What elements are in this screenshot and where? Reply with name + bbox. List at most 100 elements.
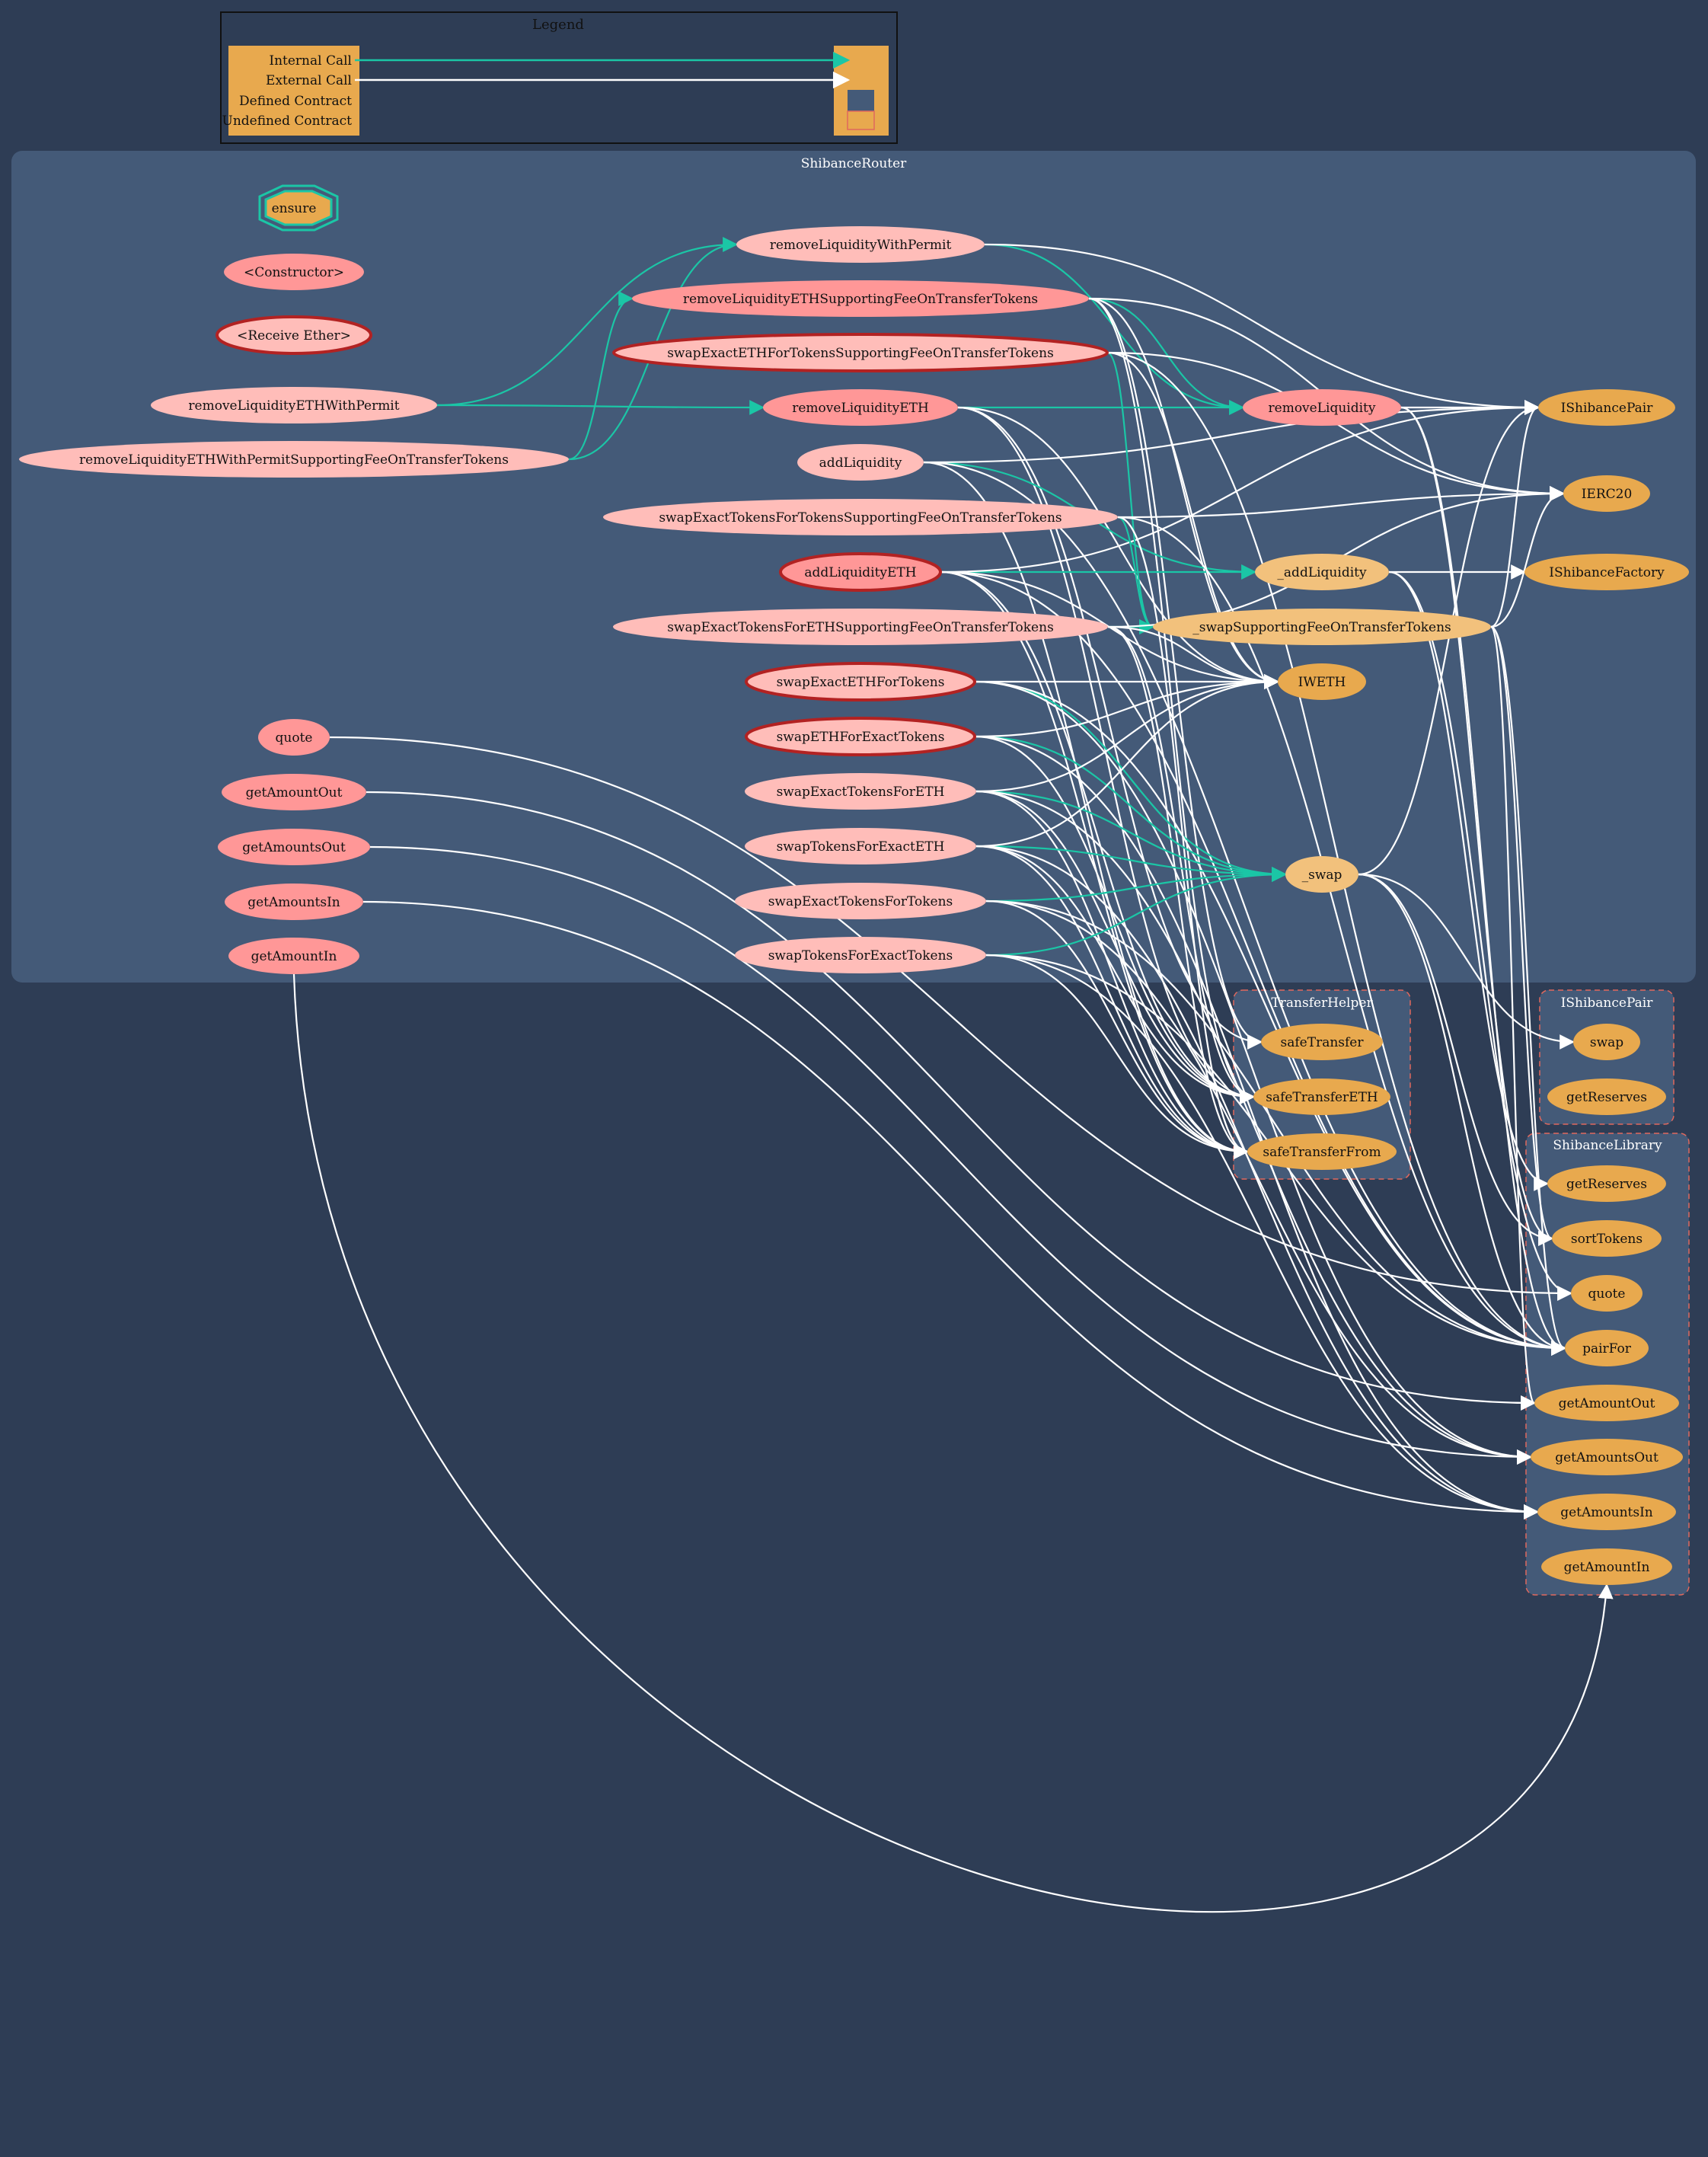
node-label-addLiquidity: addLiquidity xyxy=(819,455,902,471)
node-getAmountIn[interactable]: getAmountIn xyxy=(228,938,359,974)
node-removeLiquidityETHSupportingFeeOnTransferTokens[interactable]: removeLiquidityETHSupportingFeeOnTransfe… xyxy=(632,280,1089,317)
node-label-removeLiquidityETHWithPermit: removeLiquidityETHWithPermit xyxy=(188,398,399,414)
edge-external-call xyxy=(1088,297,1279,689)
node-label-swapExactTokensForETH: swapExactTokensForETH xyxy=(777,785,945,800)
node-label-quote: quote xyxy=(276,730,313,746)
node-constructor[interactable]: <Constructor> xyxy=(224,254,364,290)
node-removeLiquidityETHWithPermit[interactable]: removeLiquidityETHWithPermit xyxy=(151,387,437,423)
node-_swap[interactable]: _swap xyxy=(1285,856,1358,893)
edge-external-call xyxy=(974,680,1532,1465)
node-contract-IWETH[interactable]: IWETH xyxy=(1278,663,1366,700)
edge-external-call xyxy=(1358,400,1540,876)
node-safeTransfer[interactable]: safeTransfer xyxy=(1261,1024,1383,1060)
node-removeLiquidityWithPermit[interactable]: removeLiquidityWithPermit xyxy=(736,226,985,263)
node-label-swapTokensForExactETH: swapTokensForExactETH xyxy=(777,839,945,855)
cluster-label-transfer-helper: TransferHelper xyxy=(1271,995,1373,1011)
node-removeLiquidityETH[interactable]: removeLiquidityETH xyxy=(763,389,958,426)
edge-internal-call xyxy=(436,400,765,415)
node-contract-IShibanceFactory[interactable]: IShibanceFactory xyxy=(1524,554,1689,590)
node-contract-IShibancePair[interactable]: IShibancePair xyxy=(1538,389,1675,426)
node-label-swapExactETHForTokens: swapExactETHForTokens xyxy=(777,675,945,690)
node-safeTransferFrom[interactable]: safeTransferFrom xyxy=(1247,1133,1397,1170)
node-lib-quote[interactable]: quote xyxy=(1571,1275,1643,1312)
node-lib-getAmountOut[interactable]: getAmountOut xyxy=(1534,1385,1679,1421)
node-swapExactETHForTokens[interactable]: swapExactETHForTokens xyxy=(745,662,976,701)
edge-internal-call xyxy=(974,735,1287,882)
edge-external-call xyxy=(1107,625,1255,1104)
node-getAmountOut[interactable]: getAmountOut xyxy=(222,774,366,810)
node-lib-getAmountsIn[interactable]: getAmountsIn xyxy=(1537,1494,1676,1530)
node-label-lib-quote: quote xyxy=(1588,1286,1626,1302)
node-_swapSupportingFeeOnTransferTokens[interactable]: _swapSupportingFeeOnTransferTokens xyxy=(1153,609,1491,645)
node-pair-getReserves[interactable]: getReserves xyxy=(1547,1078,1666,1115)
node-addLiquidity[interactable]: addLiquidity xyxy=(797,444,924,481)
node-pair-swap[interactable]: swap xyxy=(1573,1024,1640,1060)
node-lib-getAmountIn[interactable]: getAmountIn xyxy=(1541,1548,1672,1585)
node-label-_addLiquidity: _addLiquidity xyxy=(1277,565,1367,580)
edge-internal-call xyxy=(1106,351,1154,634)
edge-external-call xyxy=(975,790,1249,1159)
edge-external-call xyxy=(975,790,1255,1104)
library-nodes: getReserves sortTokens quote pairFor get… xyxy=(1531,1165,1683,1585)
edge-external-call xyxy=(1117,486,1565,519)
node-swapExactTokensForETHSupportingFeeOnTransferTokens[interactable]: swapExactTokensForETHSupportingFeeOnTran… xyxy=(613,609,1108,645)
node-swapTokensForExactETH[interactable]: swapTokensForExactETH xyxy=(745,828,976,864)
edge-external-call xyxy=(984,243,1540,415)
node-label-IShibanceFactory: IShibanceFactory xyxy=(1549,565,1665,580)
node-lib-pairFor[interactable]: pairFor xyxy=(1565,1330,1649,1366)
edge-external-call xyxy=(369,845,1532,1465)
node-label-swapTokensForExactTokens: swapTokensForExactTokens xyxy=(768,948,953,963)
router-nodes: ensure <Constructor> <Receive Ether> rem… xyxy=(19,184,1491,974)
edge-external-call xyxy=(1107,625,1279,689)
node-removeLiquidity[interactable]: removeLiquidity xyxy=(1243,389,1401,426)
edge-external-call xyxy=(985,900,1532,1465)
node-quote[interactable]: quote xyxy=(258,719,330,756)
edge-external-call xyxy=(1088,297,1263,1050)
node-lib-getReserves[interactable]: getReserves xyxy=(1547,1165,1666,1202)
node-swapExactETHForTokensSupportingFeeOnTransferTokens[interactable]: swapExactETHForTokensSupportingFeeOnTran… xyxy=(612,333,1109,372)
legend-title: Legend xyxy=(532,17,584,33)
node-getAmountsIn[interactable]: getAmountsIn xyxy=(225,884,363,920)
node-_addLiquidity[interactable]: _addLiquidity xyxy=(1255,554,1389,590)
edge-external-call xyxy=(975,845,1249,1159)
edge-external-call xyxy=(985,900,1249,1159)
edge-external-call xyxy=(975,845,1539,1519)
edge-internal-call xyxy=(985,867,1287,903)
node-lib-sortTokens[interactable]: sortTokens xyxy=(1552,1220,1662,1257)
node-label-removeLiquidityWithPermit: removeLiquidityWithPermit xyxy=(770,238,952,253)
edge-internal-call xyxy=(568,291,634,461)
node-receive-ether[interactable]: <Receive Ether> xyxy=(215,315,372,355)
edge-internal-call xyxy=(1088,297,1244,415)
node-label-getAmountsIn: getAmountsIn xyxy=(247,895,340,910)
node-swapExactTokensForETH[interactable]: swapExactTokensForETH xyxy=(745,773,976,810)
edge-external-call xyxy=(957,406,1263,1050)
edge-external-call xyxy=(1490,400,1540,628)
node-removeLiquidityETHWithPermitSupportingFeeOnTransferTokens[interactable]: removeLiquidityETHWithPermitSupportingFe… xyxy=(19,441,569,478)
node-label-lib-getAmountsIn: getAmountsIn xyxy=(1560,1505,1653,1520)
node-swapExactTokensForTokensSupportingFeeOnTransferTokens[interactable]: swapExactTokensForTokensSupportingFeeOnT… xyxy=(603,499,1118,535)
node-label-addLiquidityETH: addLiquidityETH xyxy=(804,565,916,580)
node-label-pair-getReserves: getReserves xyxy=(1566,1090,1647,1105)
edge-external-call xyxy=(975,845,1255,1104)
legend: Legend Internal Call External Call Defin… xyxy=(220,11,898,144)
node-getAmountsOut[interactable]: getAmountsOut xyxy=(218,829,370,865)
node-addLiquidityETH[interactable]: addLiquidityETH xyxy=(779,552,942,592)
node-swapTokensForExactTokens[interactable]: swapTokensForExactTokens xyxy=(735,937,986,973)
node-ensure[interactable]: ensure xyxy=(258,184,339,232)
node-contract-IERC20[interactable]: IERC20 xyxy=(1563,475,1650,512)
edge-external-call xyxy=(940,570,1249,1159)
node-label-_swapSupportingFee: _swapSupportingFeeOnTransferTokens xyxy=(1192,620,1451,635)
edge-external-call xyxy=(957,406,1279,689)
node-lib-getAmountsOut[interactable]: getAmountsOut xyxy=(1531,1439,1683,1475)
legend-external-call: External Call xyxy=(266,73,352,88)
edge-external-call xyxy=(1358,873,1553,1246)
node-label-receive-ether: <Receive Ether> xyxy=(237,328,351,344)
node-swapExactTokensForTokens[interactable]: swapExactTokensForTokens xyxy=(735,883,986,919)
node-safeTransferETH[interactable]: safeTransferETH xyxy=(1253,1078,1390,1115)
node-swapETHForExactTokens[interactable]: swapETHForExactTokens xyxy=(745,717,976,756)
cluster-label-shibance-library: ShibanceLibrary xyxy=(1553,1138,1662,1153)
node-label-swapExactTokensForETHSupportingFee: swapExactTokensForETHSupportingFeeOnTran… xyxy=(667,620,1054,635)
node-label-_swap: _swap xyxy=(1302,868,1342,883)
edge-external-call xyxy=(974,674,1279,738)
